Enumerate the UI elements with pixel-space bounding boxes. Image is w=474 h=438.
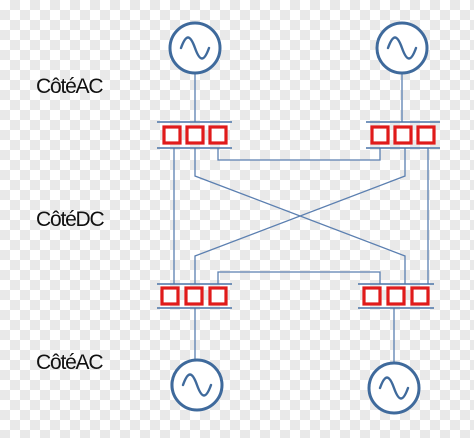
ac-source-top-left xyxy=(168,21,222,75)
label-ac-side-bottom: CôtéAC xyxy=(36,351,104,374)
wire-top-link xyxy=(217,148,381,161)
converter-top-left xyxy=(157,121,232,149)
square-cell-icon xyxy=(208,286,228,306)
converter-bottom-left xyxy=(157,283,232,309)
square-cell-icon xyxy=(370,125,390,145)
wiring xyxy=(173,74,429,362)
square-cell-icon xyxy=(386,286,406,306)
wire-cross-b xyxy=(194,148,406,284)
square-cell-icon xyxy=(410,286,430,306)
square-cell-icon xyxy=(393,125,413,145)
square-cell-icon xyxy=(416,125,436,145)
square-cell-icon xyxy=(208,125,228,145)
wire-bottom-link xyxy=(217,271,381,284)
converter-bottom-right xyxy=(358,283,434,309)
ac-source-bottom-left xyxy=(170,358,224,412)
ac-source-bottom-right xyxy=(367,361,421,415)
sine-wave-icon xyxy=(378,376,410,400)
square-cell-icon xyxy=(185,125,205,145)
square-cell-icon xyxy=(184,286,204,306)
label-dc-side: CôtéDC xyxy=(36,208,105,231)
sine-wave-icon xyxy=(386,36,418,60)
square-cell-icon xyxy=(160,286,180,306)
sine-wave-icon xyxy=(179,36,211,60)
label-ac-side-top: CôtéAC xyxy=(36,75,104,98)
ac-source-top-right xyxy=(375,21,429,75)
square-cell-icon xyxy=(162,125,182,145)
square-cell-icon xyxy=(362,286,382,306)
converter-top-right xyxy=(366,121,440,149)
sine-wave-icon xyxy=(181,373,213,397)
